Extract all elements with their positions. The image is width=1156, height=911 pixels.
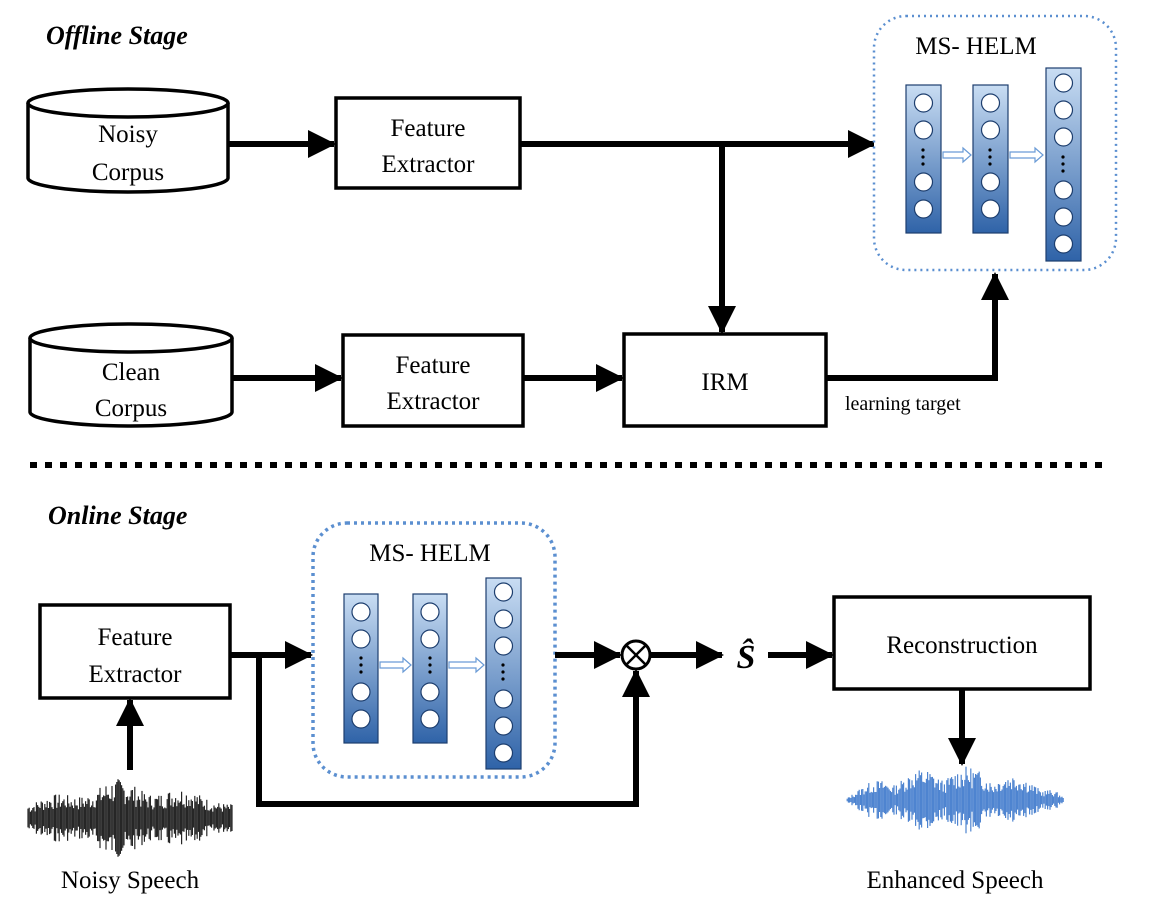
ellipsis-dot (1061, 155, 1065, 159)
clean-corpus-database: Clean Corpus (28, 322, 234, 428)
ellipsis-dot (1061, 169, 1065, 173)
layer-2 (412, 593, 448, 744)
neuron (493, 582, 514, 602)
offline-stage-title: Offline Stage (46, 21, 188, 50)
clean-corpus-label-line2: Corpus (95, 395, 167, 422)
online-arrows (116, 641, 976, 807)
ellipsis-dot (921, 162, 925, 166)
feature-extractor-top-line1: Feature (391, 115, 466, 142)
layer-2 (972, 84, 1009, 234)
layer-1 (905, 84, 942, 234)
noisy-speech-waveform (27, 779, 233, 857)
enhanced-speech-label: Enhanced Speech (866, 867, 1044, 894)
noisy-corpus-database: Noisy Corpus (26, 87, 230, 194)
learning-target-label: learning target (845, 393, 961, 415)
noisy-corpus-label-line2: Corpus (92, 159, 164, 186)
feature-extractor-online: Feature Extractor (38, 603, 232, 700)
neuron (493, 716, 514, 736)
ellipsis-dot (359, 670, 363, 674)
ellipsis-dot (921, 155, 925, 159)
noisy-speech-label: Noisy Speech (61, 867, 200, 894)
neuron (351, 709, 371, 729)
neuron (351, 602, 371, 622)
ms-helm-online-title: MS- HELM (369, 540, 491, 567)
neuron (1053, 100, 1074, 120)
neuron (420, 629, 440, 649)
clean-corpus-label-line1: Clean (102, 359, 161, 386)
multiply-node (620, 639, 652, 671)
s-hat-symbol: Ŝ (737, 638, 756, 676)
neuron (913, 172, 934, 192)
neuron (913, 120, 934, 140)
ellipsis-dot (988, 162, 992, 166)
ms-helm-offline-title: MS- HELM (915, 33, 1037, 60)
ellipsis-dot (428, 663, 432, 667)
neuron (493, 743, 514, 763)
neuron (1053, 180, 1074, 200)
ellipsis-dot (988, 148, 992, 152)
ellipsis-dot (988, 155, 992, 159)
ms-helm-offline-layers (905, 67, 1082, 262)
neuron (420, 682, 440, 702)
feature-extractor-offline-top: Feature Extractor (334, 96, 522, 190)
irm-box: IRM (622, 332, 828, 428)
ellipsis-dot (428, 656, 432, 660)
neuron (980, 93, 1001, 113)
noisy-corpus-label-line1: Noisy (98, 121, 158, 148)
irm-label: IRM (701, 369, 748, 396)
feature-extractor-bottom-line2: Extractor (386, 388, 480, 415)
ellipsis-dot (501, 677, 505, 681)
ellipsis-dot (921, 148, 925, 152)
neuron (980, 172, 1001, 192)
online-stage-title: Online Stage (48, 501, 187, 530)
layer-arrow-icon (1009, 146, 1044, 164)
neuron (980, 120, 1001, 140)
reconstruction-box: Reconstruction (832, 595, 1092, 691)
neuron (420, 602, 440, 622)
neuron (913, 93, 934, 113)
reconstruction-label: Reconstruction (886, 632, 1038, 659)
layer-1 (343, 593, 379, 744)
arrow-skip-to-multiply (256, 655, 650, 807)
ellipsis-dot (501, 663, 505, 667)
arrow-irm-to-helm (826, 272, 1009, 381)
feature-extractor-bottom-line1: Feature (396, 352, 471, 379)
ellipsis-dot (428, 670, 432, 674)
feature-extractor-offline-bottom: Feature Extractor (341, 333, 525, 428)
ms-helm-online: MS- HELM (311, 521, 557, 779)
neuron (493, 609, 514, 629)
neuron (980, 199, 1001, 219)
neuron (493, 689, 514, 709)
layer-arrow-icon (379, 656, 412, 674)
neuron (420, 709, 440, 729)
neuron (1053, 73, 1074, 93)
neuron (1053, 234, 1074, 254)
neuron (1053, 127, 1074, 147)
neuron (1053, 207, 1074, 227)
feature-extractor-online-line2: Extractor (88, 661, 182, 688)
ellipsis-dot (501, 670, 505, 674)
offline-arrows (228, 130, 1009, 392)
feature-extractor-online-line1: Feature (98, 624, 173, 651)
neuron (351, 682, 371, 702)
ms-helm-online-layers (343, 577, 522, 770)
ms-helm-offline: MS- HELM (872, 14, 1118, 272)
layer-arrow-icon (942, 146, 972, 164)
ellipsis-dot (359, 656, 363, 660)
ellipsis-dot (359, 663, 363, 667)
neuron (351, 629, 371, 649)
enhanced-speech-waveform (846, 766, 1064, 834)
neuron (913, 199, 934, 219)
ellipsis-dot (1061, 162, 1065, 166)
feature-extractor-top-line2: Extractor (381, 151, 475, 178)
layer-arrow-icon (448, 656, 485, 674)
neuron (493, 636, 514, 656)
